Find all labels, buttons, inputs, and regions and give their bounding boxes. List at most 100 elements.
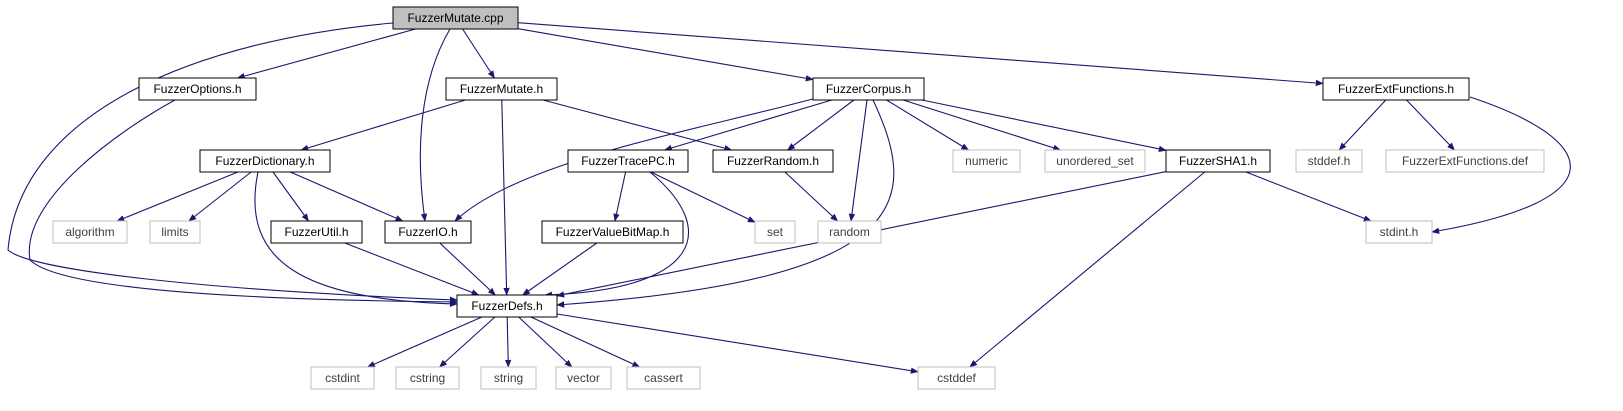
node-fuzzerrandom-h[interactable]: FuzzerRandom.h <box>712 149 834 173</box>
node-label: cstdint <box>325 371 360 385</box>
node-label: stddef.h <box>1308 154 1351 168</box>
node-label: cassert <box>644 371 683 385</box>
node-box <box>541 220 684 244</box>
node-fuzzerutil-h[interactable]: FuzzerUtil.h <box>270 220 363 244</box>
node-box <box>456 294 558 318</box>
node-box <box>712 149 834 173</box>
node-random: random <box>817 220 882 244</box>
edge-fuzzersha1-h-to-stdint-h <box>1245 171 1372 222</box>
edge-fuzzermutate-cpp-to-fuzzeroptions-h <box>236 28 416 80</box>
node-label: FuzzerRandom.h <box>727 154 819 168</box>
edge-fuzzervaluebitmap-h-to-fuzzerdefs-h <box>522 242 598 296</box>
node-label: set <box>767 225 784 239</box>
edge-fuzzercorpus-h-to-unordered-set <box>902 99 1062 151</box>
edge-fuzzerdictionary-h-to-fuzzerio-h <box>290 171 404 222</box>
edge-fuzzercorpus-h-to-fuzzertracepc-h <box>663 99 832 152</box>
node-box <box>392 6 519 30</box>
node-fuzzercorpus-h[interactable]: FuzzerCorpus.h <box>812 77 925 101</box>
edge-fuzzerdictionary-h-to-algorithm <box>116 171 239 222</box>
edge-fuzzercorpus-h-to-fuzzerdefs-h <box>556 99 895 308</box>
node-unordered-set: unordered_set <box>1044 149 1146 173</box>
edge-fuzzersha1-h-to-cstddef <box>969 171 1206 368</box>
node-box <box>384 220 472 244</box>
node-vector: vector <box>555 366 612 390</box>
edge-fuzzercorpus-h-to-fuzzerrandom-h <box>786 99 855 151</box>
edge-fuzzerdefs-h-to-cassert <box>530 316 641 368</box>
node-box <box>1295 149 1363 173</box>
node-label: cstring <box>410 371 445 385</box>
node-fuzzermutate-h[interactable]: FuzzerMutate.h <box>445 77 558 101</box>
node-box <box>1365 220 1433 244</box>
node-box <box>138 77 257 101</box>
edge-fuzzermutate-cpp-to-fuzzercorpus-h <box>517 28 814 82</box>
edge-fuzzerextfunctions-h-to-stddef-h <box>1338 99 1387 151</box>
edge-fuzzermutate-cpp-to-fuzzerdefs-h <box>7 22 458 303</box>
node-label: FuzzerValueBitMap.h <box>556 225 670 239</box>
node-box <box>626 366 701 390</box>
node-label: numeric <box>965 154 1008 168</box>
node-label: FuzzerExtFunctions.def <box>1402 154 1529 168</box>
edge-fuzzertracepc-h-to-fuzzerdefs-h <box>544 171 689 298</box>
edge-fuzzermutate-cpp-to-fuzzerio-h <box>419 28 451 222</box>
node-label: vector <box>567 371 600 385</box>
node-label: FuzzerDictionary.h <box>215 154 314 168</box>
edge-fuzzerdefs-h-to-cstddef <box>556 313 919 374</box>
edge-fuzzerdefs-h-to-cstdint <box>366 316 483 368</box>
edge-fuzzerdictionary-h-to-fuzzerdefs-h <box>254 171 458 308</box>
node-cstring: cstring <box>395 366 460 390</box>
edge-fuzzerdictionary-h-to-fuzzerutil-h <box>272 171 309 222</box>
node-label: FuzzerCorpus.h <box>826 82 911 96</box>
node-fuzzerio-h[interactable]: FuzzerIO.h <box>384 220 472 244</box>
node-cstdint: cstdint <box>310 366 375 390</box>
edge-fuzzerdefs-h-to-cstring <box>439 316 496 368</box>
node-box <box>817 220 882 244</box>
node-label: stdint.h <box>1380 225 1419 239</box>
node-box <box>199 149 331 173</box>
node-label: FuzzerMutate.h <box>460 82 543 96</box>
edge-fuzzerio-h-to-fuzzerdefs-h <box>439 242 496 296</box>
node-label: FuzzerMutate.cpp <box>407 11 503 25</box>
node-label: FuzzerIO.h <box>398 225 457 239</box>
node-label: random <box>829 225 870 239</box>
node-box <box>395 366 460 390</box>
node-fuzzerdefs-h[interactable]: FuzzerDefs.h <box>456 294 558 318</box>
node-label: FuzzerDefs.h <box>471 299 542 313</box>
edge-fuzzerextfunctions-h-to-fuzzerextfunctions-def <box>1406 99 1456 151</box>
node-algorithm: algorithm <box>52 220 128 244</box>
edge-fuzzertracepc-h-to-set <box>650 171 756 223</box>
node-numeric: numeric <box>952 149 1021 173</box>
node-string: string <box>480 366 537 390</box>
node-box <box>567 149 689 173</box>
edge-fuzzerrandom-h-to-random <box>784 171 839 222</box>
node-box <box>1165 149 1271 173</box>
edge-fuzzeroptions-h-to-fuzzerdefs-h <box>28 99 458 306</box>
node-box <box>812 77 925 101</box>
node-label: algorithm <box>65 225 114 239</box>
edge-fuzzerdefs-h-to-vector <box>518 316 573 368</box>
edge-fuzzerdictionary-h-to-limits <box>188 171 252 222</box>
node-box <box>52 220 128 244</box>
node-fuzzerdictionary-h[interactable]: FuzzerDictionary.h <box>199 149 331 173</box>
node-fuzzerextfunctions-h[interactable]: FuzzerExtFunctions.h <box>1322 77 1470 101</box>
node-label: unordered_set <box>1056 154 1134 168</box>
edge-fuzzercorpus-h-to-numeric <box>886 99 970 151</box>
node-box <box>149 220 201 244</box>
node-label: string <box>494 371 523 385</box>
node-box <box>270 220 363 244</box>
node-fuzzervaluebitmap-h[interactable]: FuzzerValueBitMap.h <box>541 220 684 244</box>
node-box <box>445 77 558 101</box>
edge-fuzzerextfunctions-h-to-stdint-h <box>1431 96 1571 234</box>
node-fuzzermutate-cpp[interactable]: FuzzerMutate.cpp <box>392 6 519 30</box>
node-stdint-h: stdint.h <box>1365 220 1433 244</box>
node-fuzzeroptions-h[interactable]: FuzzerOptions.h <box>138 77 257 101</box>
node-label: FuzzerUtil.h <box>284 225 348 239</box>
node-fuzzersha1-h[interactable]: FuzzerSHA1.h <box>1165 149 1271 173</box>
node-label: cstddef <box>937 371 976 385</box>
node-box <box>310 366 375 390</box>
edge-fuzzermutate-h-to-fuzzerrandom-h <box>542 99 733 152</box>
node-label: limits <box>161 225 188 239</box>
node-box <box>952 149 1021 173</box>
edge-fuzzerutil-h-to-fuzzerdefs-h <box>344 242 480 296</box>
node-fuzzertracepc-h[interactable]: FuzzerTracePC.h <box>567 149 689 173</box>
